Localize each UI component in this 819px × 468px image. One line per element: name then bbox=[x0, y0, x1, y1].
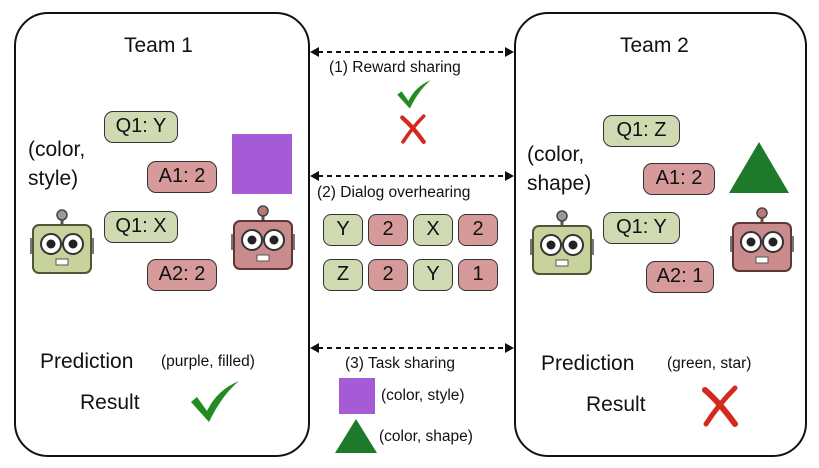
team-2-target-green-triangle bbox=[729, 142, 789, 193]
team-1-prediction-label: Prediction bbox=[40, 350, 134, 373]
team-2-answerer-robot-icon bbox=[730, 207, 794, 272]
team-2-title: Team 2 bbox=[620, 34, 689, 57]
task-sharing-arrow bbox=[310, 343, 514, 353]
team-1-answer-1: A1: 2 bbox=[147, 161, 217, 193]
reward-sharing-label: (1) Reward sharing bbox=[329, 59, 461, 76]
overheard-token: 2 bbox=[458, 214, 498, 246]
overheard-token: X bbox=[413, 214, 453, 246]
team-2-prediction-label: Prediction bbox=[541, 352, 635, 375]
reward-sharing-arrow bbox=[310, 47, 514, 57]
overheard-token: Y bbox=[323, 214, 363, 246]
team-1-result-label: Result bbox=[80, 391, 140, 414]
overheard-token: Z bbox=[323, 259, 363, 291]
task-sharing-purple-square bbox=[339, 378, 375, 414]
team-2-question-2: Q1: Y bbox=[603, 212, 680, 244]
team-2-answer-2: A2: 1 bbox=[646, 261, 714, 293]
team-2-attributes: (color, shape) bbox=[527, 143, 592, 195]
team-1-title: Team 1 bbox=[124, 34, 193, 57]
team-2-result-label: Result bbox=[586, 393, 646, 416]
team-1-questioner-robot-icon bbox=[30, 209, 94, 274]
overheard-token: Y bbox=[413, 259, 453, 291]
team-1-question-1: Q1: Y bbox=[104, 111, 178, 143]
team-2-prediction-value: (green, star) bbox=[667, 355, 752, 372]
team-1-question-2: Q1: X bbox=[104, 211, 178, 243]
task-sharing-team-2-task: (color, shape) bbox=[379, 428, 473, 445]
team-2-result-cross-icon bbox=[702, 385, 738, 427]
team-1-answer-2: A2: 2 bbox=[147, 259, 217, 291]
task-sharing-green-triangle bbox=[335, 419, 377, 453]
team-2-questioner-robot-icon bbox=[530, 210, 594, 275]
task-sharing-team-1-task: (color, style) bbox=[381, 387, 465, 404]
team-1-answerer-robot-icon bbox=[231, 205, 295, 270]
dialog-overhearing-arrow bbox=[310, 171, 514, 181]
team-1-target-purple-square bbox=[232, 134, 292, 194]
overheard-token: 2 bbox=[368, 259, 408, 291]
reward-sharing-check-icon bbox=[397, 80, 431, 109]
overheard-token: 2 bbox=[368, 214, 408, 246]
task-sharing-label: (3) Task sharing bbox=[345, 355, 455, 372]
reward-sharing-cross-icon bbox=[400, 114, 426, 144]
team-2-question-1: Q1: Z bbox=[603, 115, 680, 147]
team-1-result-check-icon bbox=[191, 381, 239, 422]
team-2-answer-1: A1: 2 bbox=[643, 163, 715, 195]
overheard-token: 1 bbox=[458, 259, 498, 291]
team-1-attributes: (color, style) bbox=[28, 138, 86, 190]
team-1-prediction-value: (purple, filled) bbox=[161, 353, 255, 370]
dialog-overhearing-label: (2) Dialog overhearing bbox=[317, 184, 471, 201]
